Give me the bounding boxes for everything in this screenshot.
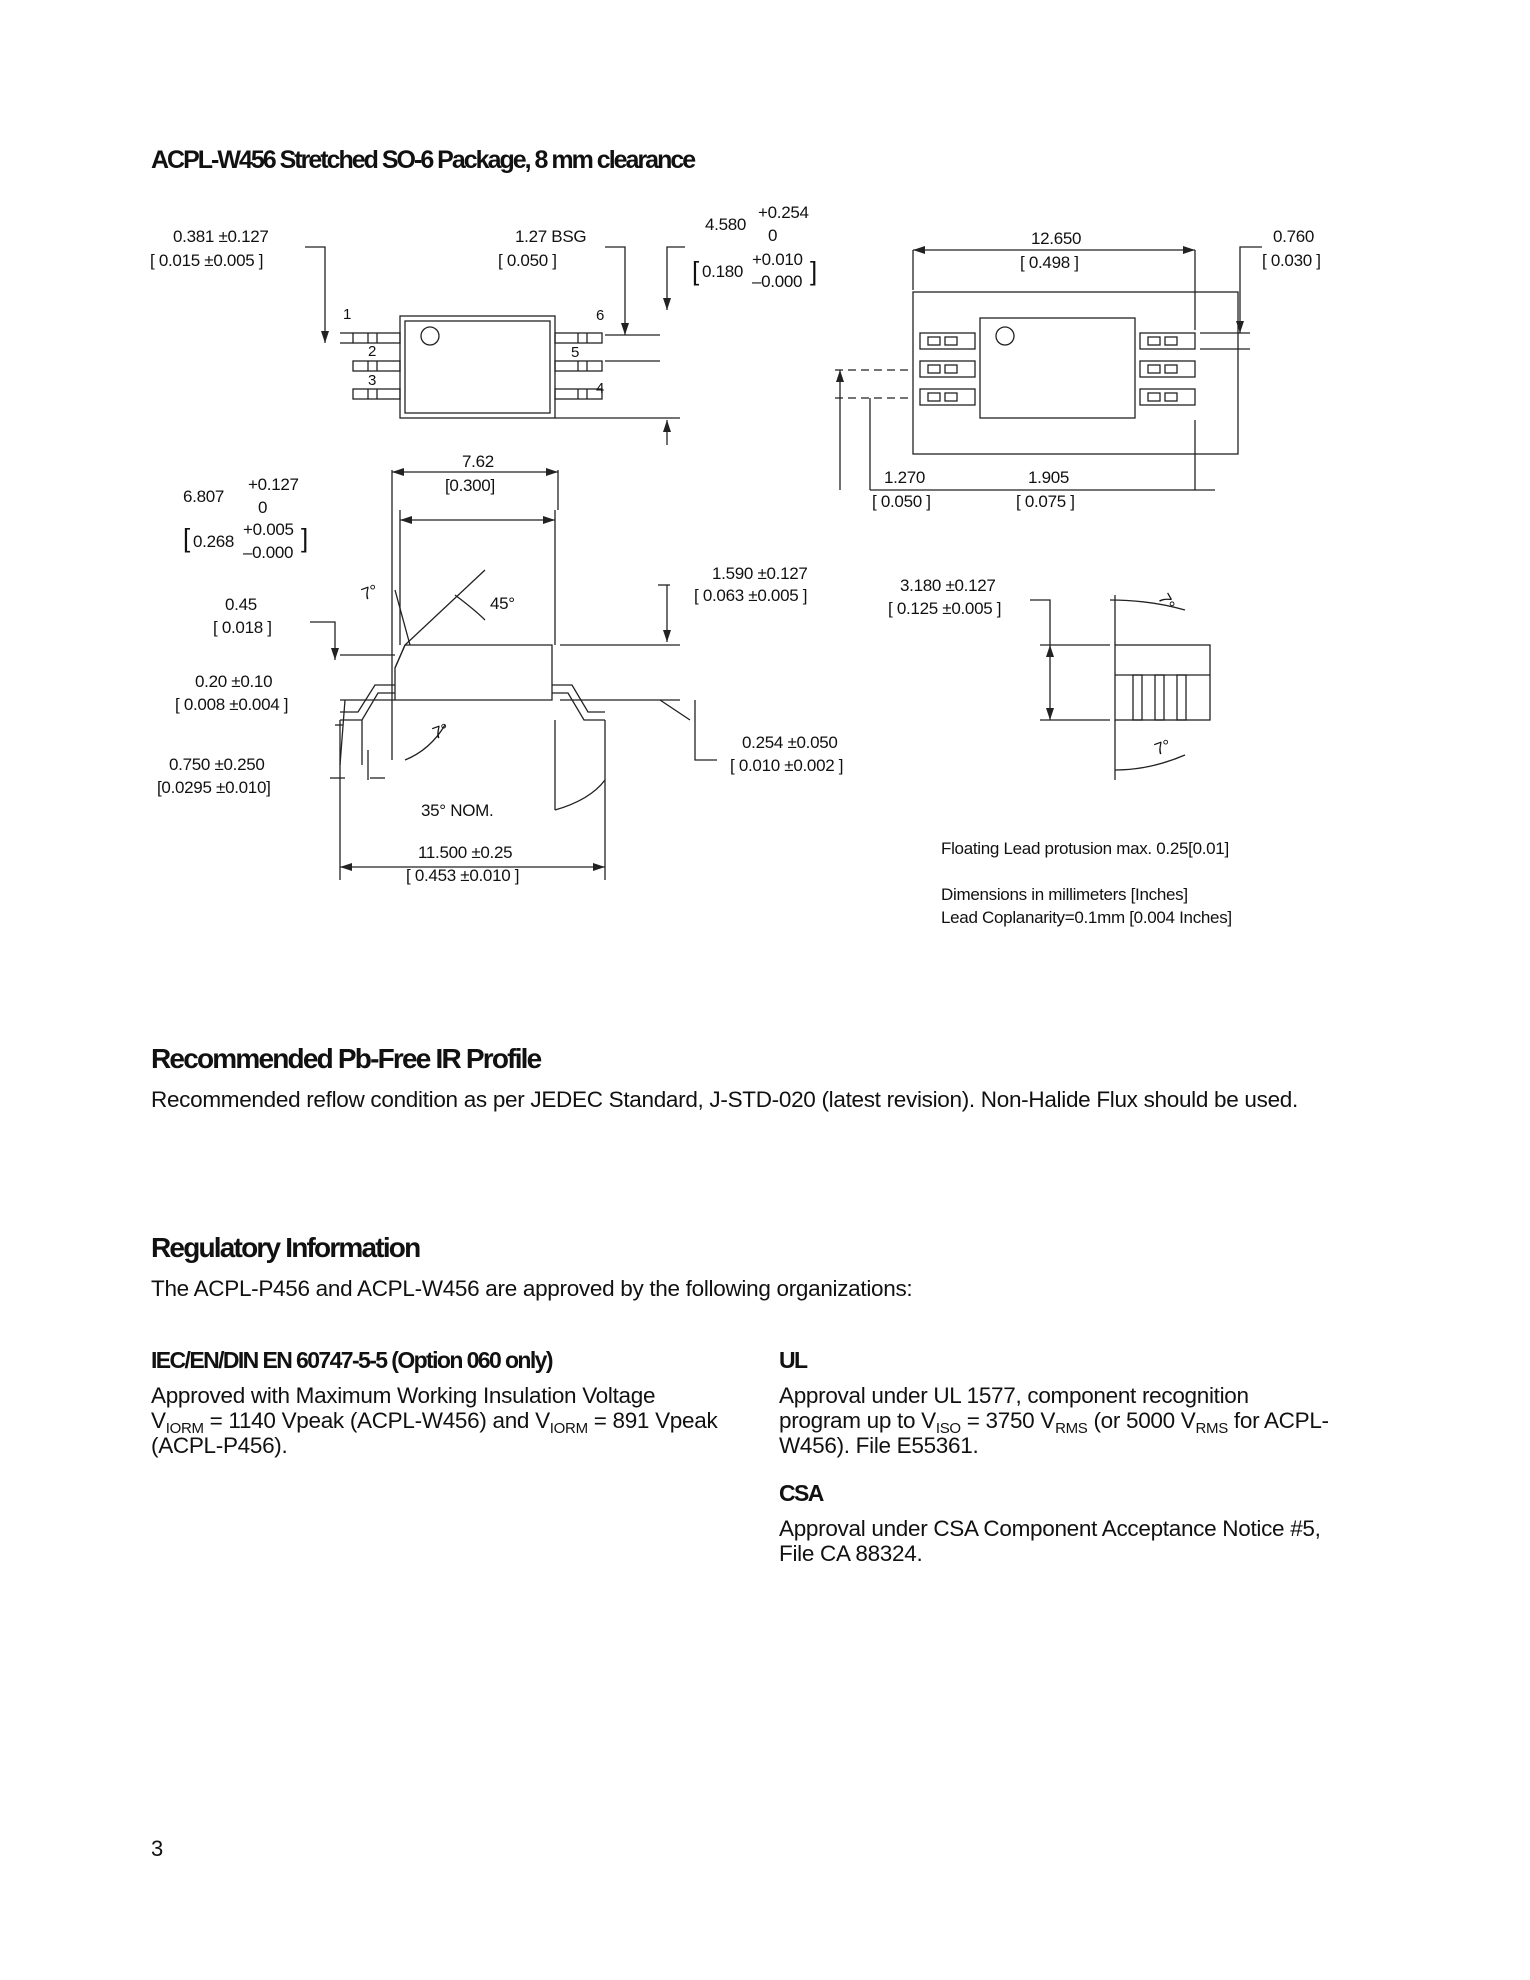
pin-number-4: 4	[596, 380, 605, 397]
pin-number-1: 1	[343, 306, 352, 323]
angle-7deg-bottom: 7°	[430, 719, 452, 744]
dim-standoff-in: [ 0.018 ]	[213, 618, 272, 637]
package-title: ACPL-W456 Stretched SO-6 Package, 8 mm c…	[151, 146, 696, 174]
dim-body-length-in-tol-low: –0.000	[243, 543, 294, 562]
dim-land-span-in: [ 0.498 ]	[1020, 253, 1079, 272]
dim-land-width: 0.760	[1273, 227, 1315, 246]
angle-45deg: 45°	[490, 594, 515, 613]
dim-body-length-tol-up: +0.127	[248, 475, 299, 494]
pin-number-3: 3	[368, 372, 377, 389]
ul-l2b: = 3750 V	[960, 1408, 1056, 1433]
angle-7deg-top: 7°	[359, 580, 381, 605]
bracket-left-2: [	[183, 523, 190, 553]
dimension-labels: 0.381 ±0.127 [ 0.015 ±0.005 ] 1.27 BSG […	[150, 203, 1321, 927]
iec-line-3: (ACPL-P456).	[151, 1433, 288, 1458]
iec-line-1: Approved with Maximum Working Insulation…	[151, 1383, 656, 1408]
dim-body-height: 1.590 ±0.127	[712, 564, 808, 583]
ul-l2c: (or 5000 V	[1087, 1408, 1196, 1433]
pin-number-6: 6	[596, 307, 605, 324]
angle-7deg-end-bottom: 7°	[1152, 735, 1174, 760]
dim-coplanarity-in: [ 0.010 ±0.002 ]	[730, 756, 844, 775]
ul-l2a: program up to V	[779, 1408, 936, 1433]
iec-v1: V	[151, 1408, 166, 1433]
note-coplanarity: Lead Coplanarity=0.1mm [0.004 Inches]	[941, 908, 1232, 927]
csa-title: CSA	[779, 1480, 824, 1506]
angle-7deg-end-top: 7°	[1154, 590, 1179, 614]
dim-body-width: 4.580	[705, 215, 747, 234]
ul-sub-rms2: RMS	[1195, 1420, 1229, 1437]
package-outline-drawing	[305, 246, 1262, 880]
ul-l2d: for ACPL-	[1227, 1408, 1329, 1433]
pin-number-5: 5	[571, 344, 580, 361]
dim-body-width-tol-up: +0.254	[758, 203, 809, 222]
ul-body: Approval under UL 1577, component recogn…	[779, 1383, 1379, 1458]
ul-line-2: program up to VISO = 3750 VRMS (or 5000 …	[779, 1408, 1379, 1436]
dim-overall-span: 11.500 ±0.25	[418, 843, 513, 862]
dim-lead-thickness-in: [ 0.008 ±0.004 ]	[175, 695, 289, 714]
csa-line-1: Approval under CSA Component Acceptance …	[779, 1516, 1321, 1541]
dim-body-width-in-tol-low: –0.000	[752, 272, 803, 291]
dim-lead-length: 0.750 ±0.250	[169, 755, 265, 774]
dim-land-length: 1.905	[1028, 468, 1070, 487]
csa-line-2: File CA 88324.	[779, 1541, 923, 1566]
dim-body-height-in: [ 0.063 ±0.005 ]	[694, 586, 808, 605]
ul-line-1: Approval under UL 1577, component recogn…	[779, 1383, 1249, 1408]
dim-end-height: 3.180 ±0.127	[900, 576, 996, 595]
pbfree-title: Recommended Pb-Free IR Profile	[151, 1043, 542, 1074]
dim-land-span: 12.650	[1031, 229, 1082, 248]
bracket-right: ]	[810, 256, 817, 286]
dim-land-length-in: [ 0.075 ]	[1016, 492, 1075, 511]
page-number: 3	[151, 1836, 164, 1861]
dim-row-spacing: 7.62	[462, 452, 494, 471]
dim-standoff: 0.45	[225, 595, 257, 614]
dim-pitch-in: [ 0.050 ]	[498, 251, 557, 270]
dim-body-width-in: 0.180	[702, 262, 744, 281]
dim-coplanarity: 0.254 ±0.050	[742, 733, 838, 752]
ul-line-3: W456). File E55361.	[779, 1433, 979, 1458]
iec-body: Approved with Maximum Working Insulation…	[151, 1383, 751, 1458]
bracket-left: [	[692, 256, 699, 286]
note-floating-lead: Floating Lead protusion max. 0.25[0.01]	[941, 839, 1229, 858]
land-pattern-body	[979, 317, 1136, 419]
iec-v2-sub: IORM	[549, 1420, 588, 1437]
note-dimensions-units: Dimensions in millimeters [Inches]	[941, 885, 1188, 904]
pbfree-text: Recommended reflow condition as per JEDE…	[151, 1087, 1298, 1112]
dim-pitch: 1.27 BSG	[515, 227, 587, 246]
pin1-marker	[420, 326, 440, 346]
dim-lead-width: 0.381 ±0.127	[173, 227, 269, 246]
iec-line-2: VIORM = 1140 Vpeak (ACPL-W456) and VIORM…	[151, 1408, 751, 1436]
dim-body-length-in-tol-up: +0.005	[243, 520, 294, 539]
ul-sub-rms1: RMS	[1055, 1420, 1088, 1437]
dim-overall-span-in: [ 0.453 ±0.010 ]	[406, 866, 520, 885]
dim-body-width-tol-low: 0	[768, 226, 778, 245]
dim-end-height-in: [ 0.125 ±0.005 ]	[888, 599, 1002, 618]
dim-land-pitch-in: [ 0.050 ]	[872, 492, 931, 511]
dim-body-length-in: 0.268	[193, 532, 235, 551]
pin-number-2: 2	[368, 343, 377, 360]
dim-lead-length-in: [0.0295 ±0.010]	[157, 778, 271, 797]
regulatory-title: Regulatory Information	[151, 1232, 421, 1263]
iec-title: IEC/EN/DIN EN 60747-5-5 (Option 060 only…	[151, 1347, 554, 1373]
csa-body: Approval under CSA Component Acceptance …	[779, 1516, 1379, 1566]
dim-body-length-tol-low: 0	[258, 498, 268, 517]
dim-row-spacing-in: [0.300]	[445, 476, 495, 495]
ul-title: UL	[779, 1347, 808, 1373]
iec-v1-rest: = 1140 Vpeak (ACPL-W456) and V	[203, 1408, 550, 1433]
dim-lead-thickness: 0.20 ±0.10	[195, 672, 273, 691]
dim-body-length: 6.807	[183, 487, 225, 506]
dim-land-width-in: [ 0.030 ]	[1262, 251, 1321, 270]
dim-lead-width-in: [ 0.015 ±0.005 ]	[150, 251, 264, 270]
bracket-right-2: ]	[301, 523, 308, 553]
ul-sub-iso: ISO	[935, 1420, 961, 1437]
angle-35deg: 35° NOM.	[421, 801, 494, 820]
iec-v2-rest: = 891 Vpeak	[587, 1408, 718, 1433]
dim-body-width-in-tol-up: +0.010	[752, 250, 803, 269]
dim-land-pitch: 1.270	[884, 468, 926, 487]
regulatory-intro: The ACPL-P456 and ACPL-W456 are approved…	[151, 1276, 913, 1301]
land-pattern-outline	[912, 291, 1239, 455]
iec-v1-sub: IORM	[165, 1420, 204, 1437]
